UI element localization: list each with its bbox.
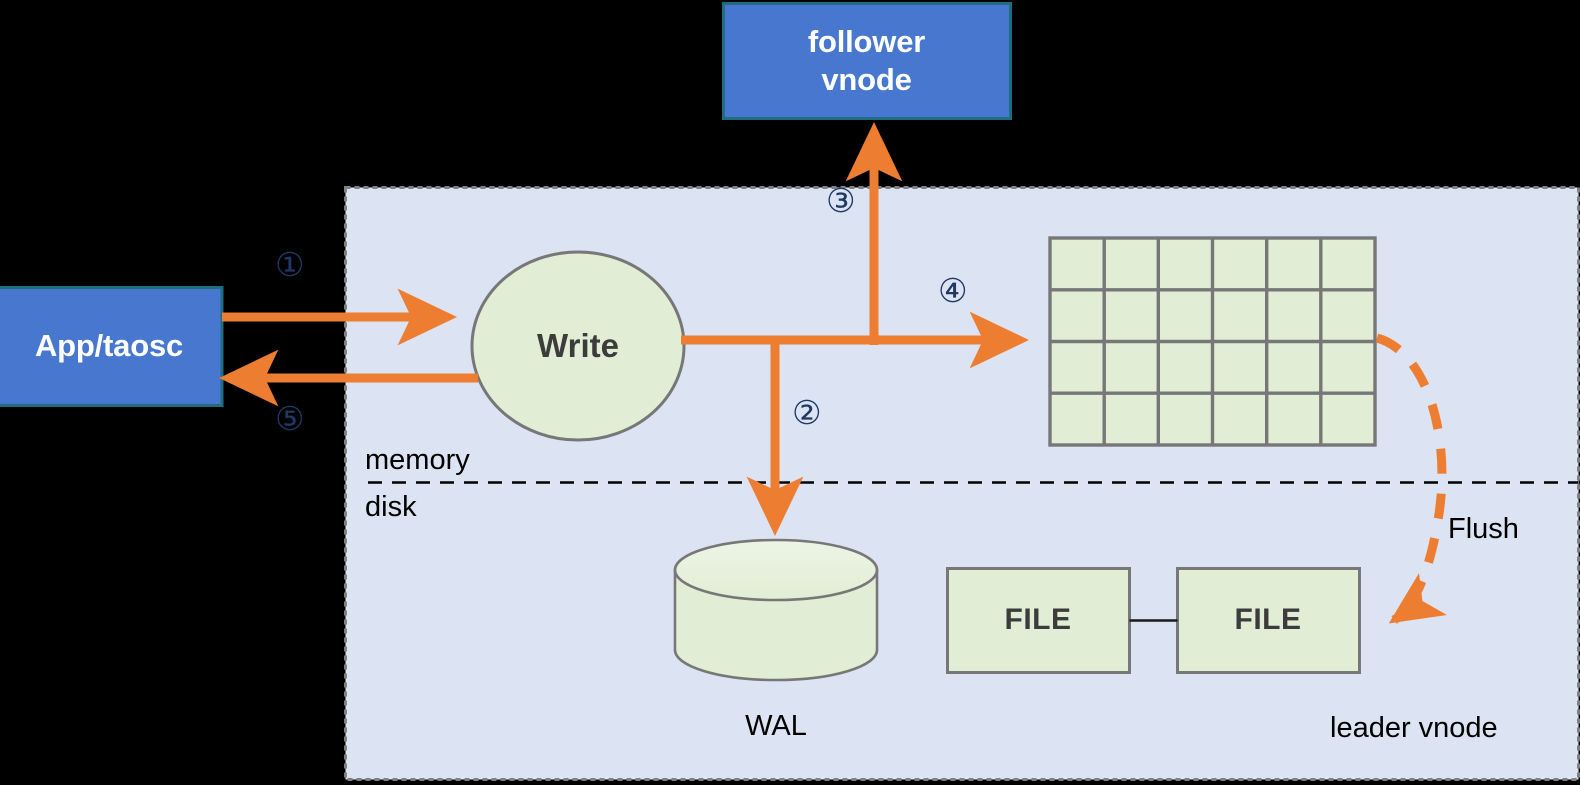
flush-edge-label: Flush xyxy=(1448,512,1519,545)
follower-vnode-label-line2: vnode xyxy=(821,61,912,97)
leader-vnode-caption: leader vnode xyxy=(1330,711,1498,744)
step-number-4: ④ xyxy=(938,272,968,309)
file-box-left-label: FILE xyxy=(1004,603,1072,636)
file-box-right-label: FILE xyxy=(1234,603,1302,636)
app-taosc-label: App/taosc xyxy=(34,328,184,364)
follower-vnode-label: follower vnode xyxy=(723,3,1010,118)
step-number-2: ② xyxy=(792,394,822,431)
wal-cylinder[interactable] xyxy=(673,538,879,682)
file-box-right[interactable] xyxy=(1176,567,1361,674)
step-number-3: ③ xyxy=(826,182,856,219)
disk-label: disk xyxy=(365,490,417,523)
follower-vnode-box[interactable] xyxy=(722,2,1012,120)
follower-vnode-label-line1: follower xyxy=(807,23,926,59)
memory-label: memory xyxy=(365,443,470,476)
file-box-left[interactable] xyxy=(946,567,1131,674)
write-node-label: Write xyxy=(537,327,619,364)
app-taosc-box[interactable] xyxy=(0,286,224,407)
edge-flush-dashed xyxy=(1375,333,1447,624)
wal-caption: WAL xyxy=(745,709,807,742)
write-ellipse[interactable] xyxy=(470,250,686,442)
step-number-5: ⑤ xyxy=(275,400,305,437)
memtable-grid[interactable] xyxy=(1048,236,1377,447)
step-number-1: ① xyxy=(275,246,305,283)
